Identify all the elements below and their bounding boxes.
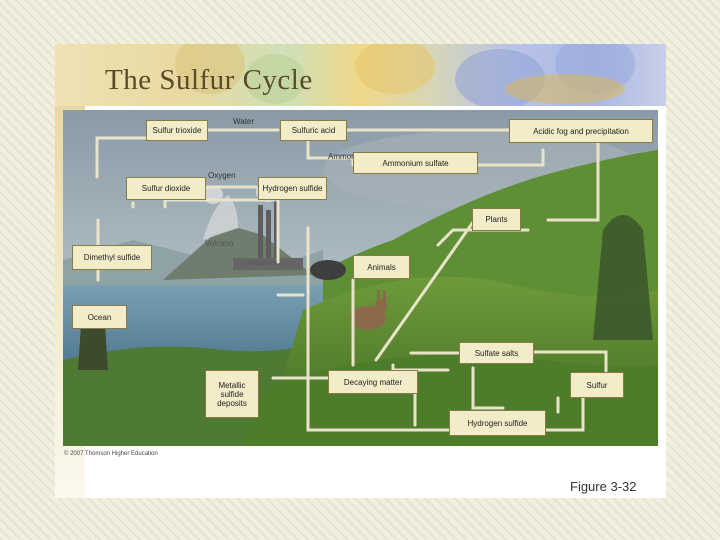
- box-acidic-fog-and-precipitation: Acidic fog and precipitation: [509, 119, 653, 143]
- box-ocean: Ocean: [72, 305, 127, 329]
- label-water: Water: [233, 117, 255, 126]
- label-ammonia: Ammonia: [328, 152, 362, 161]
- label-oxygen: Oxygen: [208, 171, 236, 180]
- box-sulfur-trioxide: Sulfur trioxide: [146, 120, 208, 141]
- page-title: The Sulfur Cycle: [105, 64, 313, 96]
- title-banner: [55, 44, 666, 106]
- box-sulfate-salts: Sulfate salts: [459, 342, 534, 364]
- box-hydrogen-sulfide-atmosphere: Hydrogen sulfide: [258, 177, 327, 200]
- box-metallic-sulfide-deposits: Metallic sulfide deposits: [205, 370, 259, 418]
- label-volcano: Volcano: [205, 239, 234, 248]
- cycle-arrows: [95, 128, 608, 432]
- box-ammonium-sulfate: Ammonium sulfate: [353, 152, 478, 174]
- copyright-notice: © 2007 Thomson Higher Education: [64, 451, 158, 457]
- box-sulfur: Sulfur: [570, 372, 624, 398]
- box-sulfuric-acid: Sulfuric acid: [280, 120, 347, 141]
- label-industries: Industries: [247, 260, 278, 267]
- box-hydrogen-sulfide-soil: Hydrogen sulfide: [449, 410, 546, 436]
- box-animals: Animals: [353, 255, 410, 279]
- sulfur-cycle-illustration: Sulfur trioxide Water Sulfuric acid Acid…: [63, 110, 658, 446]
- figure-caption: Figure 3-32: [570, 479, 637, 494]
- box-plants: Plants: [472, 208, 521, 231]
- box-decaying-matter: Decaying matter: [328, 370, 418, 394]
- box-sulfur-dioxide: Sulfur dioxide: [126, 177, 206, 200]
- box-dimethyl-sulfide: Dimethyl sulfide: [72, 245, 152, 270]
